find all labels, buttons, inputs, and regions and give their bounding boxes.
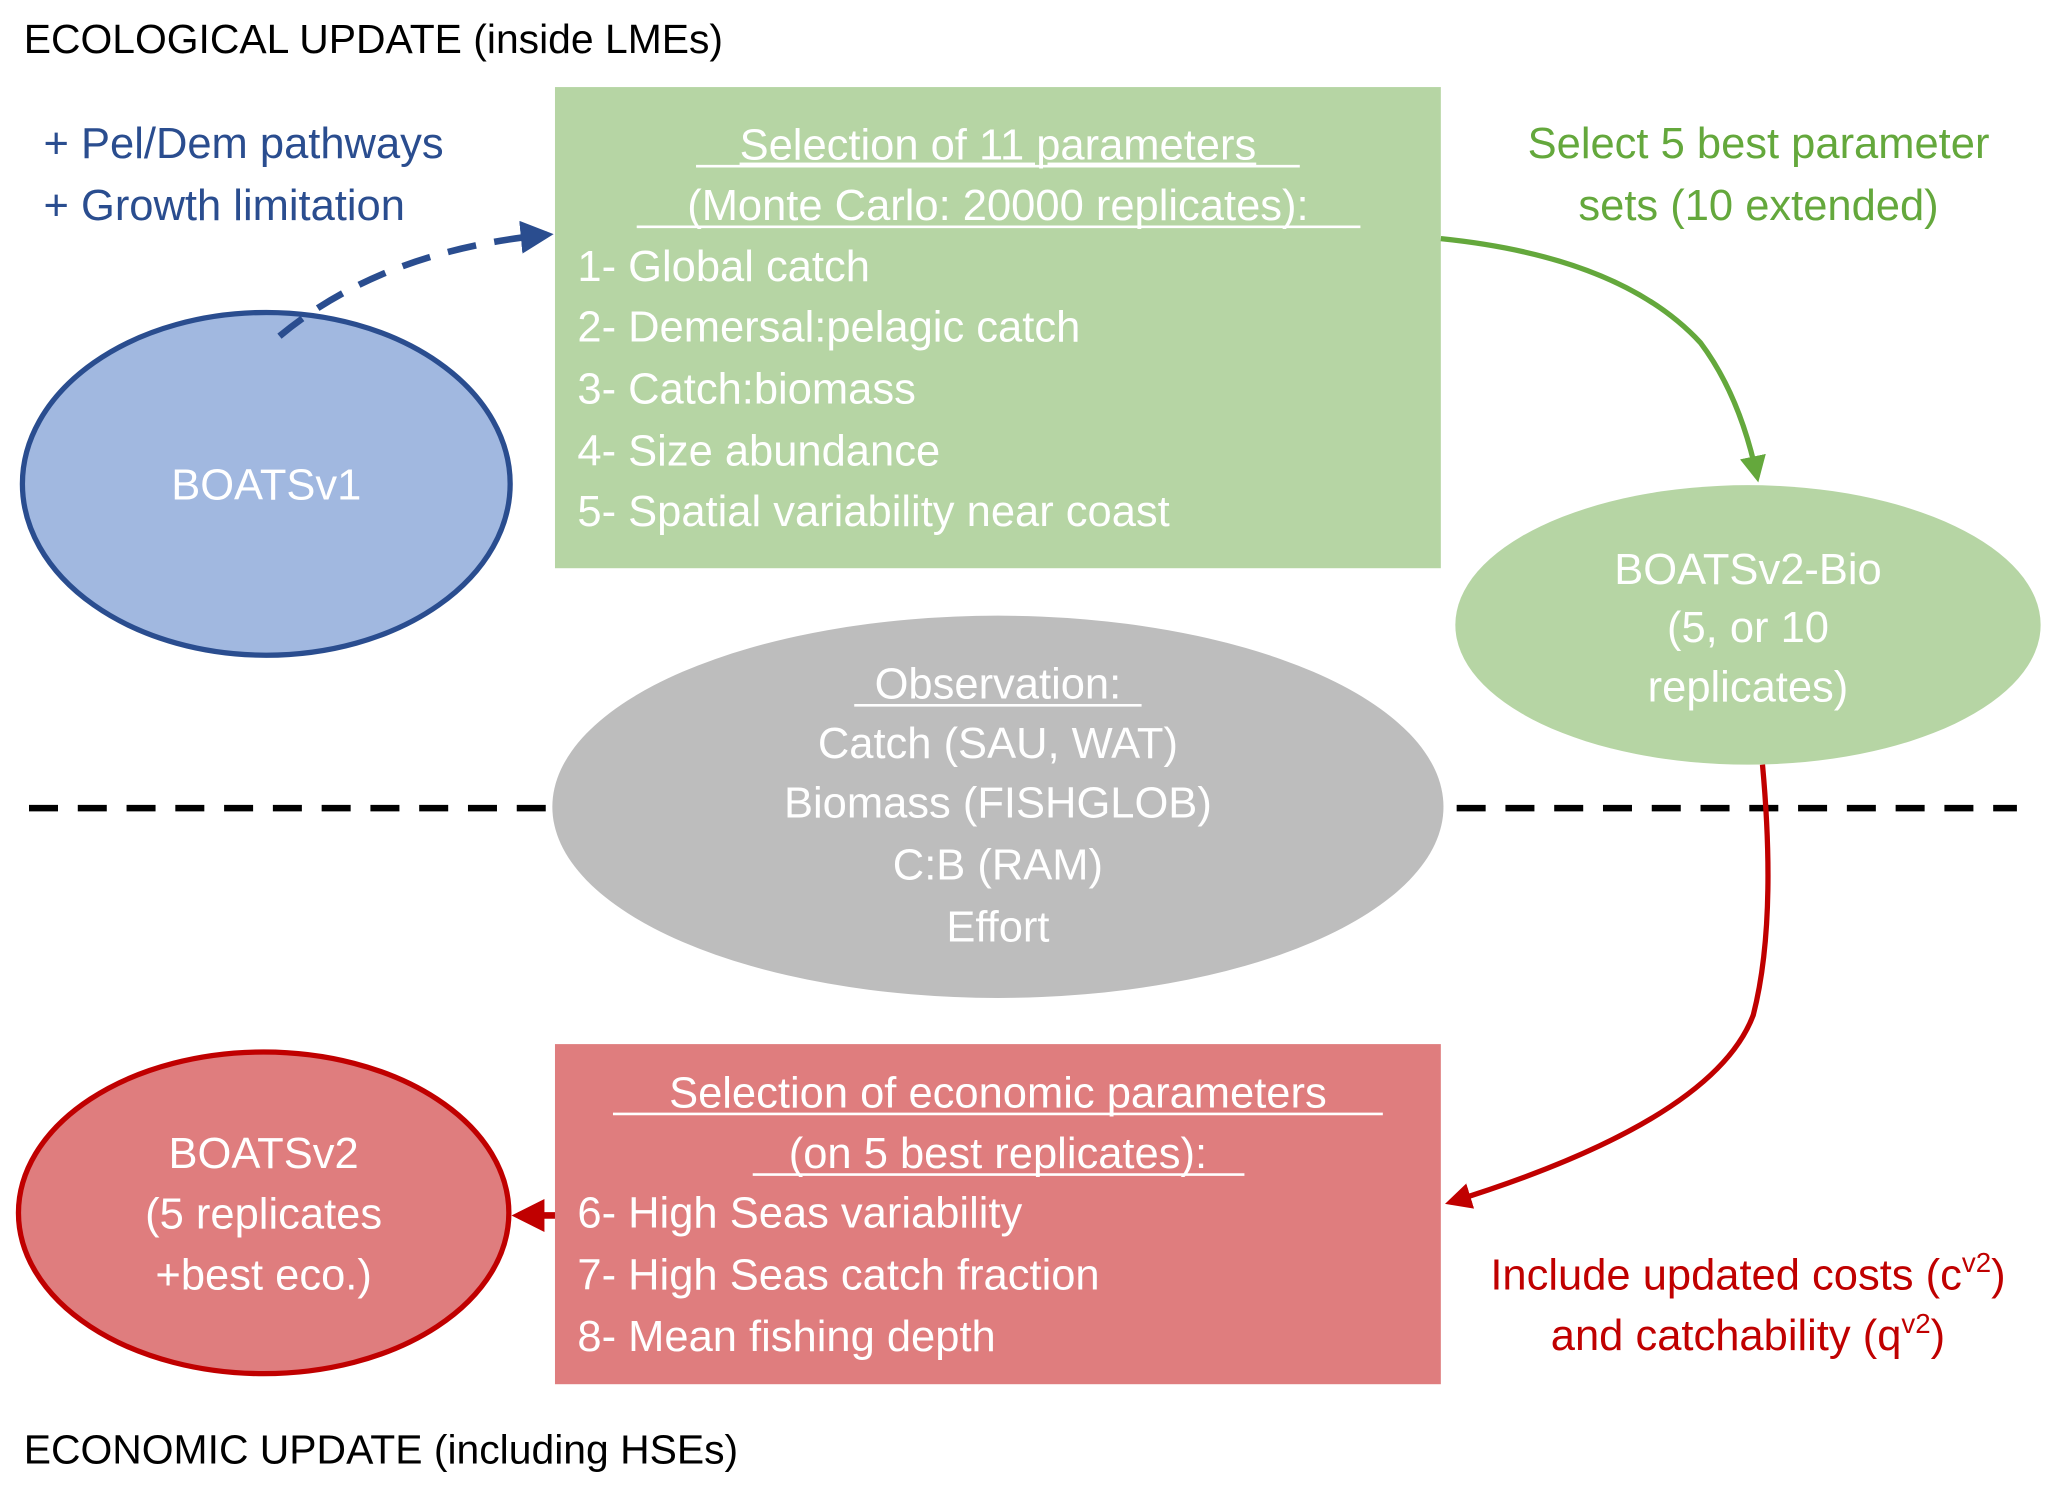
eco-box-title-1: Selection of 11 parameters [740,122,1257,170]
econ-box-title-1: Selection of economic parameters [669,1069,1327,1117]
econ-item-7: 7- High Seas catch fraction [577,1251,1099,1299]
eco-item-5: 5- Spatial variability near coast [577,488,1169,536]
boats-v1-label: BOATSv1 [171,462,361,510]
econ-item-8: 8- Mean fishing depth [577,1313,995,1361]
observation-line-2: Biomass (FISHGLOB) [784,779,1212,827]
eco-item-2: 2- Demersal:pelagic catch [577,303,1080,351]
boats-v2-node: BOATSv2 (5 replicates +best eco.) [15,1049,512,1377]
observation-line-3: C:B (RAM) [893,841,1103,889]
include-note-line-1: Include updated costs (cv2) [1490,1247,2005,1299]
econ-item-6: 6- High Seas variability [577,1189,1022,1237]
select-note-line-1: Select 5 best parameter [1528,120,1990,168]
economic-update-heading: ECONOMIC UPDATE (including HSEs) [24,1426,738,1472]
econ-box-title-2: (on 5 best replicates): [789,1130,1207,1178]
v1-to-selection-arrow [277,220,554,339]
ecological-update-heading: ECOLOGICAL UPDATE (inside LMEs) [24,16,723,62]
ecological-selection-box: Selection of 11 parameters (Monte Carlo:… [554,87,1441,569]
boats-v2-line-3: +best eco.) [155,1251,371,1299]
select-note-line-2: sets (10 extended) [1578,182,1938,230]
observation-title: Observation: [875,661,1122,709]
boats-v2-bio-line-3: replicates) [1648,663,1849,711]
boats-v2-line-1: BOATSv2 [169,1130,359,1178]
boats-v2-bio-line-1: BOATSv2-Bio [1614,546,1882,594]
eco-box-title-2: (Monte Carlo: 20000 replicates): [687,182,1308,230]
boats-v2-line-2: (5 replicates [145,1191,382,1239]
addition-growth-limitation: + Growth limitation [44,182,405,230]
economic-selection-box: Selection of economic parameters (on 5 b… [554,1044,1441,1385]
observation-line-1: Catch (SAU, WAT) [818,720,1178,768]
boats-v2-bio-node: BOATSv2-Bio (5, or 10 replicates) [1455,485,2041,765]
eco-item-4: 4- Size abundance [577,427,940,475]
eco-item-3: 3- Catch:biomass [577,365,915,413]
include-note-line-2: and catchability (qv2) [1551,1308,1945,1360]
boats-v1-node: BOATSv1 [19,309,513,658]
observation-line-4: Effort [946,903,1049,951]
observation-node: Observation: Catch (SAU, WAT) Biomass (F… [552,615,1444,998]
boats-v2-bio-line-2: (5, or 10 [1667,604,1829,652]
eco-item-1: 1- Global catch [577,243,870,291]
selection-to-bio-arrow [1440,236,1766,483]
bio-to-econ-arrow [1445,764,1771,1209]
addition-pel-dem: + Pel/Dem pathways [44,120,444,168]
